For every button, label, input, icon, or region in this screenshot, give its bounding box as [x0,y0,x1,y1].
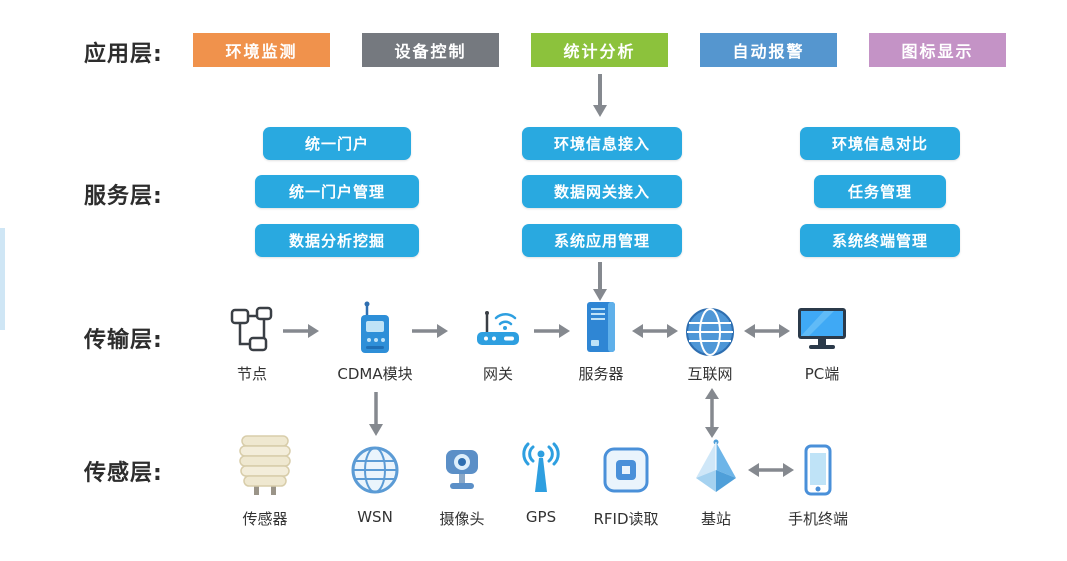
arrow-service-to-server [592,262,608,302]
server-icon [580,300,622,356]
svc-btn-unified-portal: 统一门户 [263,127,411,160]
arrow-internet-pc-bidir [744,324,790,338]
sensing-node-label: GPS [525,508,557,526]
transport-node-label: 互联网 [687,365,733,383]
app-box-icon-display: 图标显示 [869,33,1006,67]
svc-btn-terminal-management: 系统终端管理 [800,224,960,257]
arrow-server-internet-bidir [632,324,678,338]
sensing-layer-label: 传感层: [84,461,163,486]
arrow-gateway-to-server [534,324,570,338]
app-box-statistics: 统计分析 [531,33,668,67]
left-edge-decoration [0,228,5,330]
arrow-internet-basestation-bidir [705,388,719,438]
arrow-cdma-to-gateway [412,324,448,338]
transport-node-label: 网关 [482,365,514,383]
sensor-icon [236,434,294,498]
transport-node-label: 服务器 [578,365,624,383]
cdma-module-icon [353,300,397,356]
arrow-basestation-phone-bidir [748,463,794,477]
svc-btn-portal-management: 统一门户管理 [255,175,419,208]
svc-btn-env-info-compare: 环境信息对比 [800,127,960,160]
gps-antenna-icon [521,442,561,496]
service-layer-label: 服务层: [84,184,163,209]
svc-btn-data-mining: 数据分析挖掘 [255,224,419,257]
app-box-device-control: 设备控制 [362,33,499,67]
sensing-node-label: 摄像头 [439,510,485,528]
svc-btn-task-management: 任务管理 [814,175,946,208]
wsn-globe-icon [349,444,401,496]
app-layer-label: 应用层: [84,42,163,67]
transport-layer-label: 传输层: [84,328,163,353]
sensing-node-label: 传感器 [242,510,288,528]
pc-monitor-icon [796,306,848,352]
sensing-node-label: 手机终端 [787,510,849,528]
camera-icon [440,446,484,496]
rfid-reader-icon [602,446,650,494]
app-box-auto-alarm: 自动报警 [700,33,837,67]
transport-node-label: 节点 [236,365,268,383]
app-box-env-monitor: 环境监测 [193,33,330,67]
arrow-app-to-service [592,74,608,118]
svc-btn-env-info-access: 环境信息接入 [522,127,682,160]
sensing-node-label: WSN [357,508,393,526]
transport-node-label: PC端 [804,365,840,383]
base-station-icon [690,438,742,496]
nodes-icon [228,305,276,353]
arrow-cdma-to-wsn [369,392,383,436]
sensing-node-label: 基站 [700,510,732,528]
arrow-nodes-to-cdma [283,324,319,338]
internet-globe-icon [684,306,736,358]
transport-node-label: CDMA模块 [337,365,413,383]
svc-btn-data-gateway-access: 数据网关接入 [522,175,682,208]
gateway-icon [474,306,522,350]
mobile-phone-icon [800,444,836,498]
sensing-node-label: RFID读取 [593,510,659,528]
svc-btn-system-app-management: 系统应用管理 [522,224,682,257]
